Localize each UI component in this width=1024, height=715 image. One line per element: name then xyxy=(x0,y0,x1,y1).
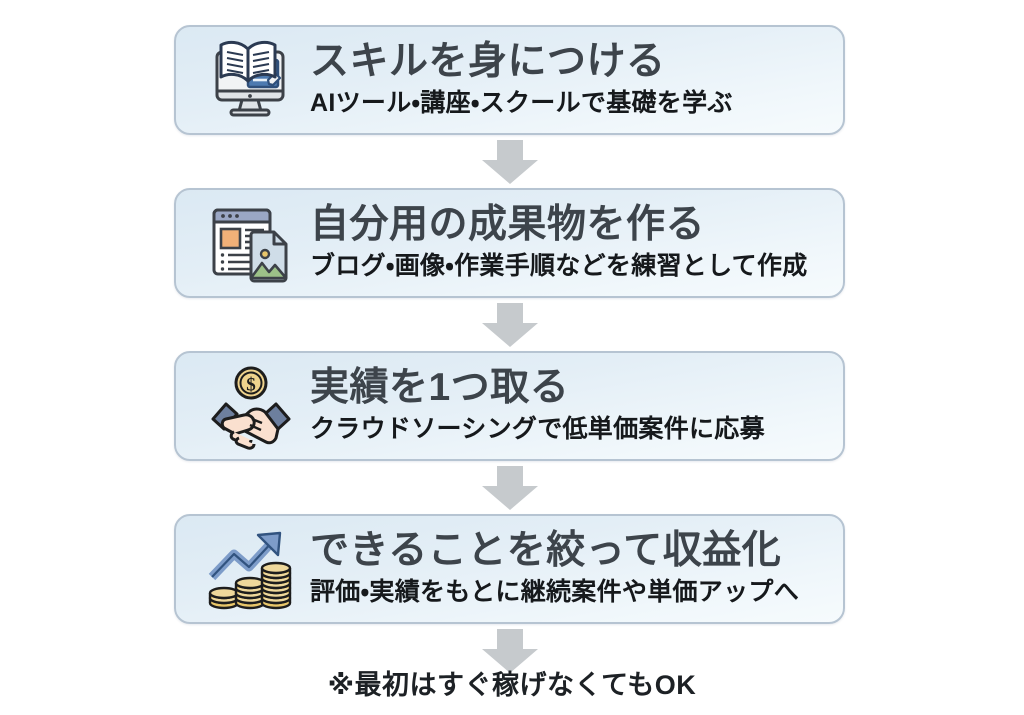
step-card-4[interactable]: できることを絞って収益化 評価・実績をもとに継続案件や単価アップへ xyxy=(174,514,845,624)
step-card-3[interactable]: $ 実績を1つ取る クラウドソーシン xyxy=(174,351,845,461)
webpage-and-image-document-icon xyxy=(196,193,304,293)
step-text-1: スキルを身につける AIツール・講座・スクールで基礎を学ぶ xyxy=(310,41,825,118)
book-on-monitor-icon xyxy=(196,30,304,130)
footnote-text: ※最初はすぐ稼げなくてもOK xyxy=(327,670,697,700)
step-card-2[interactable]: 自分用の成果物を作る ブログ・画像・作業手順などを練習として作成 xyxy=(174,188,845,298)
flow-arrow-1 xyxy=(174,135,845,188)
step-subtitle-4: 評価・実績をもとに継続案件や単価アップへ xyxy=(310,577,800,606)
step-subtitle-3: クラウドソーシングで低単価案件に応募 xyxy=(310,414,765,443)
down-arrow-icon xyxy=(481,628,538,673)
handshake-with-coin-icon: $ xyxy=(196,356,304,456)
step-title-2: 自分用の成果物を作る xyxy=(310,203,706,247)
down-arrow-icon xyxy=(481,465,538,510)
step-title-3: 実績を1つ取る xyxy=(310,366,570,410)
down-arrow-icon xyxy=(481,139,538,184)
flow-arrow-3 xyxy=(174,461,845,514)
step-text-3: 実績を1つ取る クラウドソーシングで低単価案件に応募 xyxy=(310,367,825,444)
step-title-4: できることを絞って収益化 xyxy=(310,529,782,573)
step-subtitle-2: ブログ・画像・作業手順などを練習として作成 xyxy=(310,251,808,280)
step-flow-list: スキルを身につける AIツール・講座・スクールで基礎を学ぶ xyxy=(174,25,845,677)
step-text-2: 自分用の成果物を作る ブログ・画像・作業手順などを練習として作成 xyxy=(310,204,825,281)
step-card-1[interactable]: スキルを身につける AIツール・講座・スクールで基礎を学ぶ xyxy=(174,25,845,135)
svg-text:$: $ xyxy=(246,375,256,396)
flow-arrow-4 xyxy=(174,624,845,677)
step-title-1: スキルを身につける xyxy=(310,40,666,84)
growth-arrow-with-coin-stacks-icon xyxy=(196,519,304,619)
down-arrow-icon xyxy=(481,302,538,347)
step-subtitle-1: AIツール・講座・スクールで基礎を学ぶ xyxy=(310,88,733,117)
flow-arrow-2 xyxy=(174,298,845,351)
step-text-4: できることを絞って収益化 評価・実績をもとに継続案件や単価アップへ xyxy=(310,530,825,607)
